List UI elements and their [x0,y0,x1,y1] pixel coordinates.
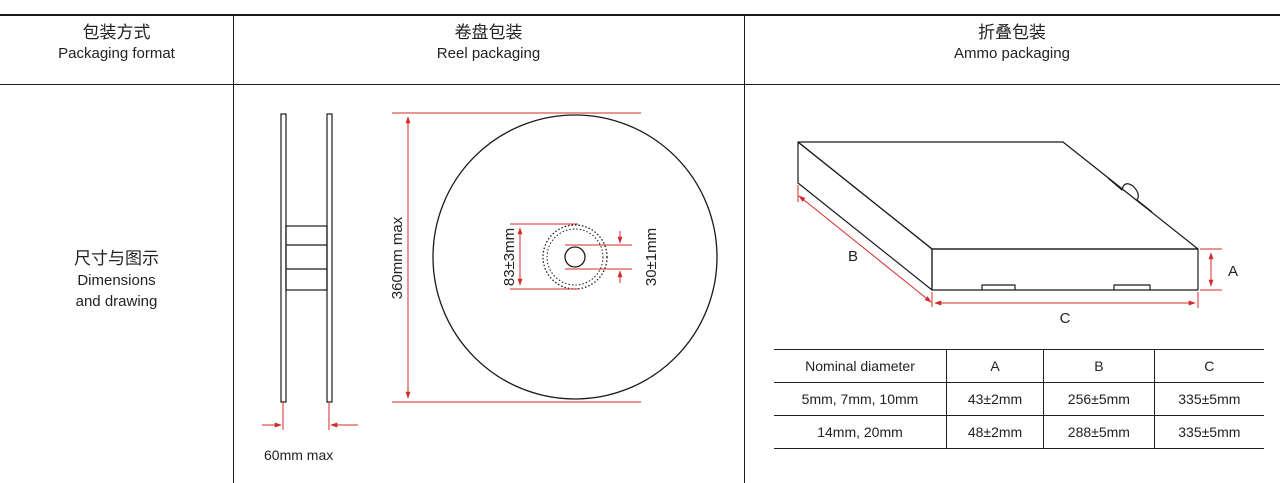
reel-flange-left [280,113,287,403]
reel-diameter-dimension [392,112,641,403]
reel-hub-ring-inner [546,228,604,286]
header-reel-en: Reel packaging [436,45,541,62]
box-slot-left [981,284,1016,290]
row-label-en-1: Dimensions [77,272,156,289]
header-format-zh: 包装方式 [82,23,151,43]
reel-side-view [280,113,333,403]
ammo-label-c: C [1060,310,1071,327]
dimension-table: Nominal diameter A B C 5mm, 7mm, 10mm 43… [774,349,1264,449]
dimension-table-header: Nominal diameter A B C [774,349,1264,383]
box-front-face [931,248,1199,291]
row-label-en-2: and drawing [75,293,158,310]
cell-a: 43±2mm [945,382,1045,416]
header-reel-zh: 卷盘包装 [454,23,523,43]
reel-flange-right [326,113,333,403]
reel-center-hole [564,246,586,268]
cell-nominal: 14mm, 20mm [774,415,947,449]
column-divider-2 [744,14,745,483]
hole-label: 30±1mm [643,228,660,286]
reel-hub [285,225,328,291]
reel-disc-outline [432,114,718,400]
header-packaging-format: 包装方式 Packaging format [0,20,233,80]
row-label-dimensions: 尺寸与图示 Dimensions and drawing [0,248,233,312]
ammo-label-b: B [848,248,858,265]
reel-hub-ring-outer [542,224,608,290]
cell-c: 335±5mm [1153,415,1264,449]
diameter-label: 360mm max [389,216,406,299]
header-reel-packaging: 卷盘包装 Reel packaging [233,20,744,80]
box-side-face [797,141,933,291]
cell-b: 288±5mm [1043,415,1155,449]
cell-c: 335±5mm [1153,382,1264,416]
header-ammo-en: Ammo packaging [954,45,1070,62]
column-divider-1 [233,14,234,483]
table-row: 14mm, 20mm 48±2mm 288±5mm 335±5mm [774,415,1264,449]
box-slot-right [1113,284,1151,290]
col-nominal-diameter: Nominal diameter [774,349,947,383]
ammo-dimension-b [797,185,933,307]
box-lid-tab [1107,177,1153,213]
hub-label: 83±3mm [501,228,518,286]
table-top-border [0,14,1280,16]
header-bottom-border [0,84,1280,85]
header-ammo-zh: 折叠包装 [978,23,1046,43]
table-row: 5mm, 7mm, 10mm 43±2mm 256±5mm 335±5mm [774,382,1264,416]
ammo-dimension-a [1200,248,1222,291]
header-format-en: Packaging format [58,45,175,62]
col-c: C [1153,349,1264,383]
col-a: A [945,349,1045,383]
ammo-label-a: A [1228,263,1238,280]
header-ammo-packaging: 折叠包装 Ammo packaging [744,20,1280,80]
hole-dimension [565,231,632,283]
cell-a: 48±2mm [945,415,1045,449]
ammo-dimension-c [934,292,1199,308]
col-b: B [1043,349,1155,383]
width-dimension [262,402,358,430]
row-label-zh: 尺寸与图示 [74,249,159,269]
cell-nominal: 5mm, 7mm, 10mm [774,382,947,416]
width-label: 60mm max [264,447,333,463]
ammo-box-drawing [797,141,1199,291]
cell-b: 256±5mm [1043,382,1155,416]
hub-dimension [510,223,578,290]
